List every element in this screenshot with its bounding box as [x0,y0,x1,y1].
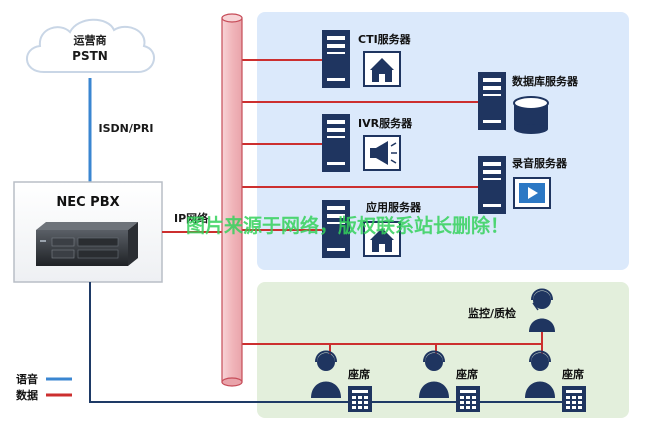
seat-1: 座席 [311,350,372,412]
app-server: 应用服务器 [322,200,422,258]
server-tower-icon [322,30,350,88]
cloud-label-line2: PSTN [72,49,108,63]
server-tower-icon [322,200,350,258]
legend: 语音 数据 [16,372,72,402]
ip-network-label: IP网络 [174,211,208,225]
house-icon [363,221,401,257]
app-server-label: 应用服务器 [366,200,422,214]
seat-label: 座席 [561,367,584,381]
megaphone-icon [363,135,401,171]
video-play-icon [513,177,551,209]
pbx-title: NEC PBX [56,195,119,210]
seat-label: 座席 [347,367,370,381]
server-tower-icon [478,72,506,130]
headset-agent-icon [419,350,449,398]
headset-agent-icon [311,350,341,398]
desk-phone-icon [562,386,586,412]
cti-server-label: CTI服务器 [358,32,412,46]
seat-2: 座席 [419,350,480,412]
server-tower-icon [322,114,350,172]
headset-agent-icon [529,288,555,332]
voice-phone-line [89,282,562,403]
server-tower-icon [478,156,506,214]
server-links [242,59,543,356]
cloud-label-line1: 运营商 [74,33,107,47]
isdn-label: ISDN/PRI [99,122,154,135]
ivr-server: IVR服务器 [322,114,413,172]
monitor-agent: 监控/质检 [468,288,555,332]
nec-pbx: NEC PBX [13,181,163,283]
pbx-hardware-image [36,222,138,266]
database-server: 数据库服务器 [478,72,579,134]
headset-agent-icon [525,350,555,398]
cti-server: CTI服务器 [322,30,412,88]
seat-label: 座席 [455,367,478,381]
pstn-cloud: 运营商 PSTN [26,18,155,73]
recording-server-label: 录音服务器 [512,156,568,170]
seat-3: 座席 [525,350,586,412]
database-server-label: 数据库服务器 [512,74,579,88]
database-icon [513,96,549,134]
recording-server: 录音服务器 [478,156,568,214]
desk-phone-icon [456,386,480,412]
legend-voice-label: 语音 [16,372,38,386]
monitor-label: 监控/质检 [468,306,516,320]
ip-bus [221,13,243,387]
ivr-server-label: IVR服务器 [358,116,413,130]
house-icon [363,51,401,87]
legend-data-label: 数据 [16,388,38,402]
watermark: 图片来源于网络，版权联系站长删除！ [186,214,509,237]
desk-phone-icon [348,386,372,412]
